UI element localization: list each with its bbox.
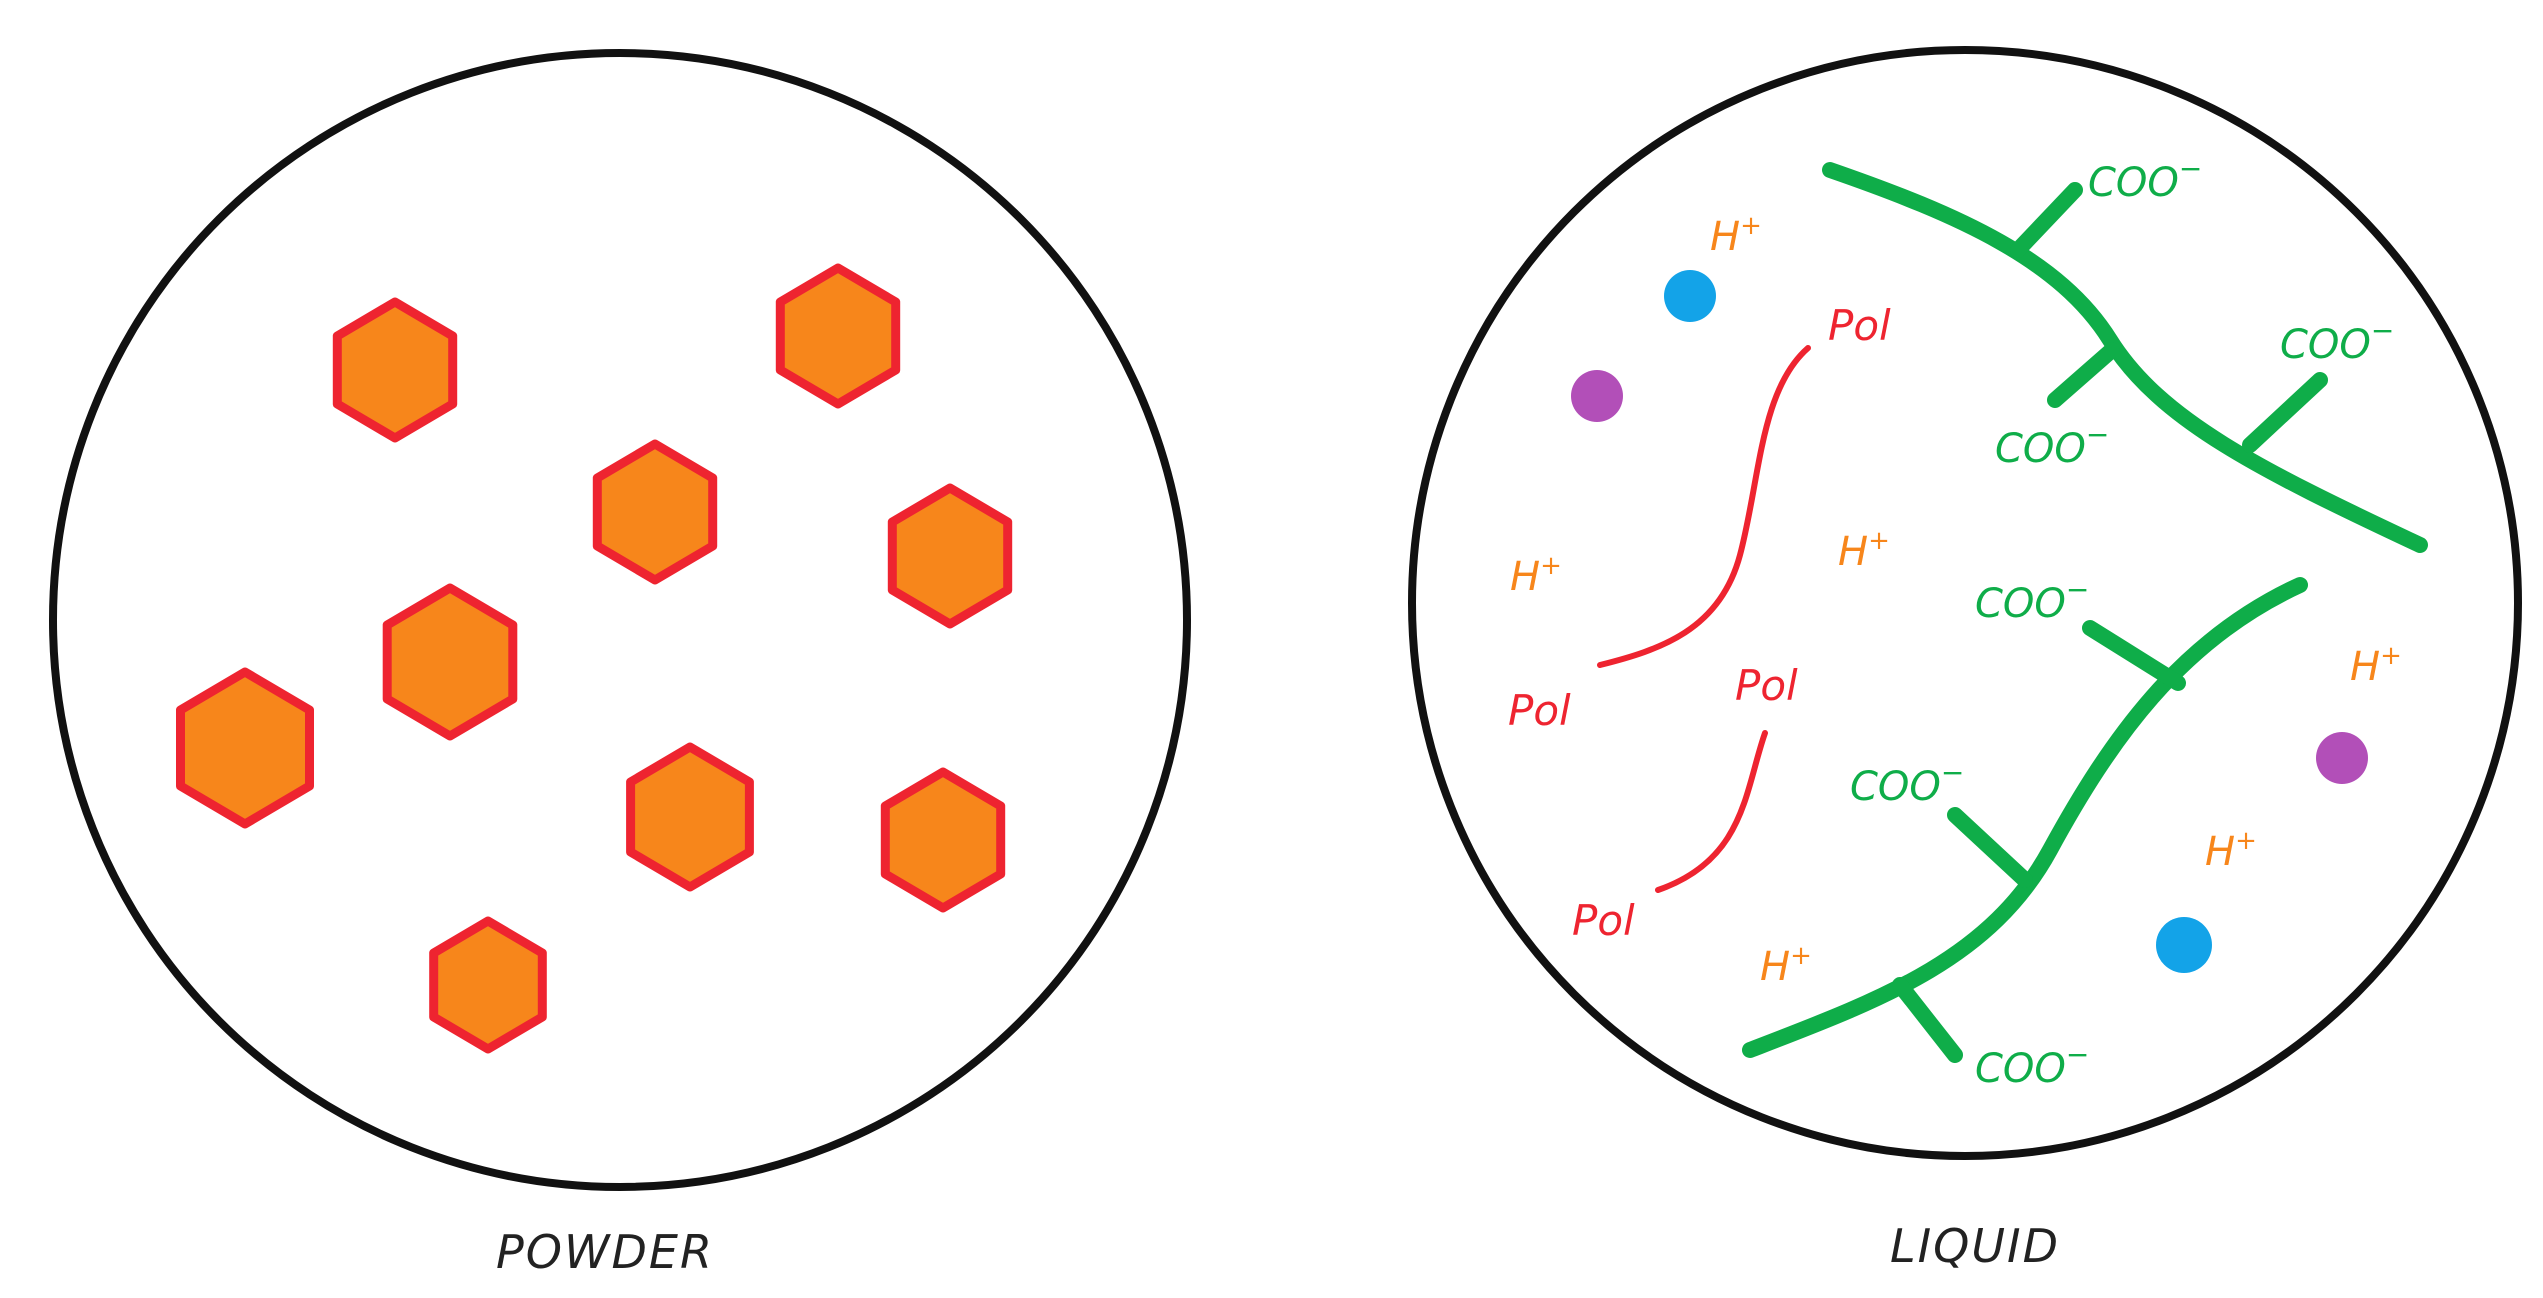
proton-label: H+ (2350, 641, 2402, 690)
ion-purple-icon (1571, 370, 1623, 422)
liquid-caption: LIQUID (1890, 1219, 2060, 1273)
polymer-end-label: Pol (1828, 301, 1891, 350)
polymer-chains (1597, 345, 1811, 893)
polymer-chain-short (1655, 730, 1768, 893)
polyacid-backbone-lower (1742, 577, 2308, 1058)
carboxylate-label: COO− (1850, 756, 1964, 810)
polymer-chain-long (1597, 345, 1811, 668)
carboxylate-label: COO− (2088, 152, 2202, 206)
polyacid-side-group (1947, 807, 2033, 888)
polyacid-side-group (1892, 977, 1963, 1063)
powder-panel: POWDER (49, 49, 1191, 1279)
polyacid-backbone-upper (1822, 162, 2428, 553)
proton-label: H+ (1710, 211, 1762, 260)
hexagon-icon (382, 583, 518, 741)
polyacid-side-group (2010, 182, 2083, 258)
proton-labels: H+ H+ H+ H+ H+ H+ (1510, 211, 2402, 990)
powder-crystals (176, 263, 1013, 1054)
hexagon-icon (626, 742, 754, 892)
hexagon-icon (429, 916, 547, 1054)
polyacid-side-group (2082, 620, 2186, 691)
liquid-circle (1408, 46, 2522, 1160)
hexagon-icon (775, 263, 901, 409)
ion-blue-icon (1664, 270, 1716, 322)
ion-blue-icon (2156, 917, 2212, 973)
powder-circle (49, 49, 1191, 1191)
carboxylate-label: COO− (1995, 418, 2109, 472)
polyacid-side-group (2242, 372, 2328, 453)
polymer-end-label: Pol (1508, 686, 1571, 735)
ion-purple-icon (2316, 732, 2368, 784)
hexagon-icon (332, 297, 458, 443)
polyacid-chain-lower (1742, 577, 2308, 1063)
polymer-end-label: Pol (1572, 896, 1635, 945)
ions (1571, 270, 2368, 973)
polyacid-chain-upper (1822, 162, 2428, 553)
proton-label: H+ (1510, 551, 1562, 600)
carboxylate-label: COO− (1975, 573, 2089, 627)
hexagon-icon (176, 667, 314, 829)
polyacid-side-group (2047, 342, 2120, 408)
carboxylate-label: COO− (2280, 314, 2394, 368)
carboxylate-label: COO− (1975, 1038, 2089, 1092)
hexagon-icon (592, 439, 718, 585)
carboxylate-labels: COO− COO− COO− COO− COO− COO− (1850, 152, 2394, 1092)
hexagon-icon (887, 483, 1013, 629)
powder-caption: POWDER (496, 1225, 714, 1279)
hexagon-icon (880, 767, 1006, 913)
proton-label: H+ (2205, 826, 2257, 875)
proton-label: H+ (1760, 941, 1812, 990)
liquid-panel: COO− COO− COO− COO− COO− COO− H+ H+ H+ H… (1408, 46, 2522, 1273)
polymer-end-label: Pol (1735, 661, 1798, 710)
polymer-labels: Pol Pol Pol Pol (1508, 301, 1891, 945)
proton-label: H+ (1838, 526, 1890, 575)
